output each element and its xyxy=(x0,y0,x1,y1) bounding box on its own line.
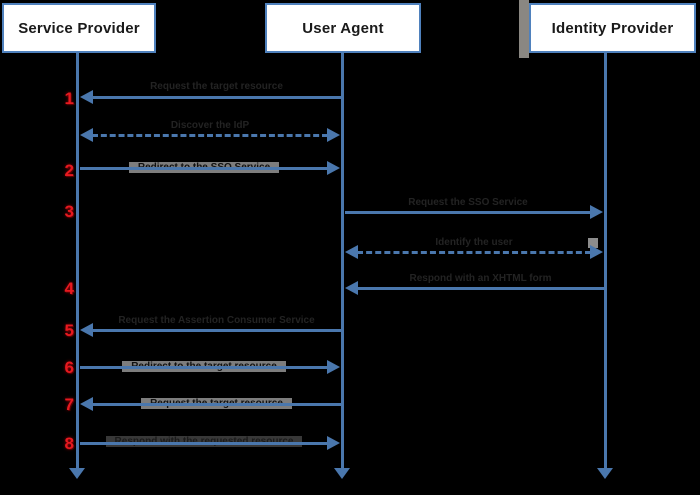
annotation-label-identify-user: Identify the user xyxy=(435,237,513,248)
message-label-step-4: Respond with an XHTML form xyxy=(409,273,552,284)
arrowhead-left-icon xyxy=(80,323,93,337)
arrowhead-left-icon xyxy=(345,281,358,295)
arrowhead-left-icon xyxy=(345,245,358,259)
actor-box-service-provider: Service Provider xyxy=(2,3,156,53)
actor-box-user-agent: User Agent xyxy=(265,3,421,53)
step-number-4: 4 xyxy=(64,279,74,298)
message-label-step-3: Request the SSO Service xyxy=(408,197,528,208)
arrowhead-left-icon xyxy=(80,128,93,142)
lifeline-end-arrow-icon xyxy=(334,468,350,479)
message-label-step-2: Redirect to the SSO Service xyxy=(80,157,328,175)
step-number-2: 2 xyxy=(64,161,74,180)
actor-label: User Agent xyxy=(302,19,384,37)
message-label-step-8: Respond with the requested resource xyxy=(80,431,328,449)
arrowhead-right-icon xyxy=(327,360,340,374)
message-step-4 xyxy=(357,287,604,290)
lifeline-service-provider xyxy=(76,53,79,468)
annotation-label-discover-idp: Discover the IdP xyxy=(170,120,250,131)
actor-box-identity-provider: Identity Provider xyxy=(529,3,696,53)
identity-provider-box-shadow xyxy=(519,0,529,58)
message-step-8 xyxy=(80,442,328,445)
message-step-7 xyxy=(92,403,341,406)
message-step-5 xyxy=(92,329,341,332)
arrowhead-right-icon xyxy=(327,128,340,142)
message-label-step-5: Request the Assertion Consumer Service xyxy=(118,315,315,326)
arrowhead-right-icon xyxy=(327,161,340,175)
step-number-3: 3 xyxy=(64,202,74,221)
message-label-step-1: Request the target resource xyxy=(150,81,283,92)
annotation-dashed-arrow-identify-user xyxy=(357,251,591,254)
message-step-6 xyxy=(80,366,328,369)
step-number-6: 6 xyxy=(64,358,74,377)
lifeline-identity-provider xyxy=(604,53,607,468)
actor-label: Service Provider xyxy=(18,19,140,37)
annotation-dashed-arrow-discover-idp xyxy=(92,134,328,137)
arrowhead-right-icon xyxy=(590,245,603,259)
lifeline-end-arrow-icon xyxy=(597,468,613,479)
step-number-5: 5 xyxy=(64,321,74,340)
arrowhead-left-icon xyxy=(80,90,93,104)
gray-square-artifact xyxy=(588,238,598,248)
lifeline-user-agent xyxy=(341,53,344,468)
actor-label: Identity Provider xyxy=(551,19,674,37)
step-number-1: 1 xyxy=(64,89,74,108)
arrowhead-left-icon xyxy=(80,397,93,411)
message-label-step-6: Redirect to the target resource xyxy=(80,356,328,374)
dim-highlighted-label: Respond with the requested resource xyxy=(105,436,303,447)
step-number-8: 8 xyxy=(64,434,74,453)
lifeline-end-arrow-icon xyxy=(69,468,85,479)
message-step-3 xyxy=(345,211,591,214)
step-number-7: 7 xyxy=(64,395,74,414)
arrowhead-right-icon xyxy=(590,205,603,219)
message-label-step-7: Request the target resource xyxy=(92,393,341,411)
arrowhead-right-icon xyxy=(327,436,340,450)
message-step-1 xyxy=(92,96,341,99)
message-step-2 xyxy=(80,167,328,170)
